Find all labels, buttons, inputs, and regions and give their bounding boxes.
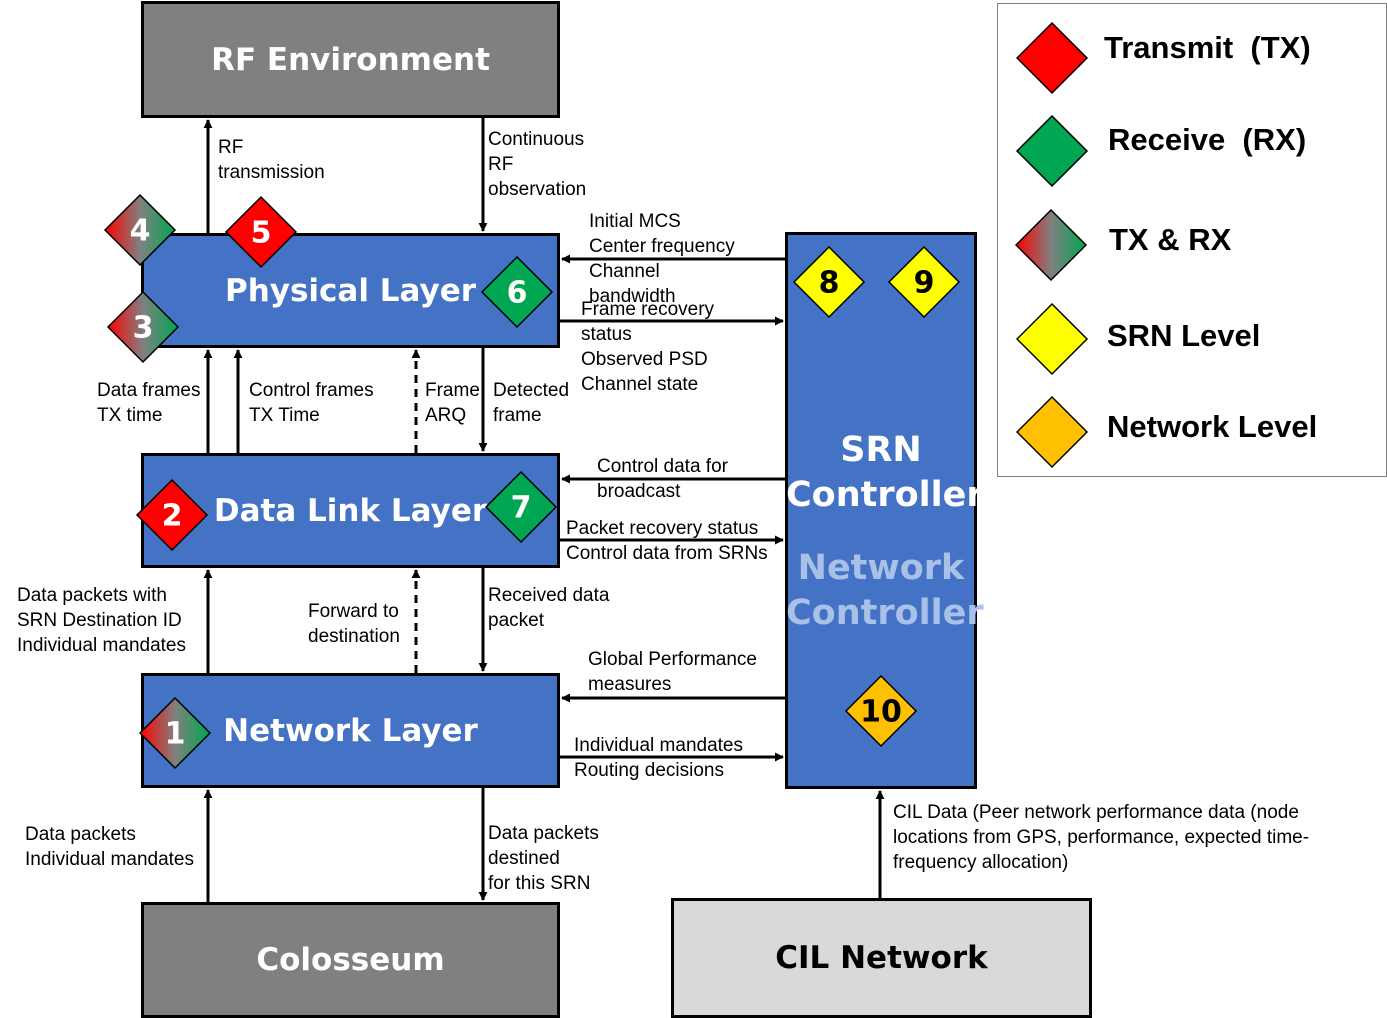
label-data-frames: Data frames TX time <box>97 380 201 426</box>
label-global-performance: Global Performance measures <box>588 649 757 695</box>
label-control-frames: Control frames TX Time <box>249 380 374 426</box>
legend-srn-level-diamond <box>1015 302 1089 376</box>
label-frame-recovery: Frame recovery status Observed PSD Chann… <box>581 299 715 395</box>
label-data-packets-ind: Data packets Individual mandates <box>25 824 194 870</box>
legend-txrx-label: TX & RX <box>1109 222 1232 257</box>
diamond-6-number: 6 <box>507 276 528 311</box>
label-control-broadcast: Control data for broadcast <box>597 456 728 502</box>
diamond-3-shape <box>106 290 180 364</box>
diamond-3-number: 3 <box>133 311 154 346</box>
diamond-10-number: 10 <box>860 695 902 730</box>
network-layer-box: Network Layer <box>141 673 560 788</box>
data-link-layer-title: Data Link Layer <box>213 492 488 529</box>
rf-environment-title: RF Environment <box>211 41 490 78</box>
label-rf-transmission: RF transmission <box>218 137 325 183</box>
label-detected-frame: Detected frame <box>493 380 570 426</box>
physical-layer-title: Physical Layer <box>224 272 477 309</box>
diamond-10-shape <box>844 674 918 748</box>
diamond-4-shape <box>103 193 177 267</box>
legend-network-level-label: Network Level <box>1107 409 1318 444</box>
diamond-7-shape <box>484 470 558 544</box>
diamond-8-number: 8 <box>819 266 840 301</box>
diamond-5-shape <box>224 195 298 269</box>
colosseum-box: Colosseum <box>141 902 560 1018</box>
legend-receive-diamond <box>1015 114 1089 188</box>
legend-transmit-label: Transmit (TX) <box>1104 30 1311 65</box>
diamond-2-number: 2 <box>162 499 183 534</box>
legend-transmit-diamond <box>1015 21 1089 95</box>
cil-network-title: CIL Network <box>775 940 988 976</box>
legend-network-level-diamond <box>1015 395 1089 469</box>
legend-receive-label: Receive (RX) <box>1108 122 1307 157</box>
legend-txrx-diamond <box>1014 208 1088 282</box>
label-frame-arq: Frame ARQ <box>425 380 480 426</box>
network-layer-title: Network Layer <box>223 712 478 749</box>
label-initial-mcs: Initial MCS Center frequency Channel ban… <box>589 211 735 307</box>
diamond-8-shape <box>792 245 866 319</box>
network-controller-title: Network Controller <box>786 548 984 633</box>
srn-controller-title: SRN Controller <box>786 430 984 515</box>
label-received-packet: Received data packet <box>488 585 610 631</box>
label-continuous-rf: Continuous RF observation <box>488 129 587 200</box>
diamond-1-shape <box>138 696 212 770</box>
diamond-1-number: 1 <box>165 717 186 752</box>
colosseum-title: Colosseum <box>256 942 445 978</box>
label-packet-recovery: Packet recovery status Control data from… <box>566 518 768 564</box>
legend-srn-level-label: SRN Level <box>1107 318 1261 353</box>
label-forward-destination: Forward to destination <box>308 601 400 647</box>
diamond-4-number: 4 <box>130 214 151 249</box>
label-cil-data: CIL Data (Peer network performance data … <box>893 802 1310 873</box>
rf-environment-box: RF Environment <box>141 1 560 118</box>
diamond-9-number: 9 <box>914 266 935 301</box>
label-data-packets-destined: Data packets destined for this SRN <box>488 823 599 894</box>
diamond-2-shape <box>135 478 209 552</box>
data-link-layer-box: Data Link Layer <box>141 453 560 568</box>
label-data-packets-srn: Data packets with SRN Destination ID Ind… <box>17 585 186 656</box>
label-individual-routing: Individual mandates Routing decisions <box>574 735 743 781</box>
diamond-7-number: 7 <box>511 491 532 526</box>
diamond-6-shape <box>480 255 554 329</box>
cil-network-box: CIL Network <box>671 898 1092 1018</box>
diamond-9-shape <box>887 245 961 319</box>
diamond-5-number: 5 <box>251 216 272 251</box>
